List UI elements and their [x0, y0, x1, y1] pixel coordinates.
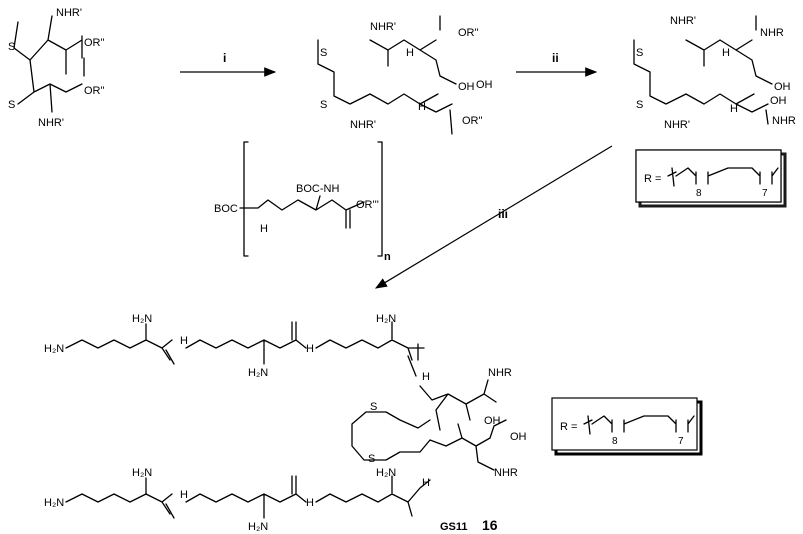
hydroxyl-bot: OH — [510, 431, 527, 443]
boc-left: BOC — [214, 203, 238, 215]
step-iii-label: iii — [498, 207, 508, 221]
r-group-box-2: R = 8 7 — [551, 397, 703, 456]
nh-5: H — [306, 497, 314, 509]
r-group-box-1: R = 8 7 — [635, 149, 787, 208]
step-ii-label: ii — [552, 51, 559, 65]
nhr-bot: NHR' — [350, 119, 376, 131]
nh-bot: H — [730, 103, 738, 115]
repeat-n: n — [384, 251, 391, 263]
oh-bot: OH — [770, 95, 787, 107]
r-label: R = — [560, 421, 577, 433]
nhr-top: NHR' — [370, 21, 396, 33]
sulfur-1: S — [8, 41, 15, 53]
subscript-7: 7 — [678, 436, 684, 447]
compound-number: 16 — [482, 517, 498, 533]
arrow-step-iii — [374, 145, 613, 289]
sulfur-1: S — [320, 47, 327, 59]
amine-b: H₂N — [248, 367, 268, 379]
compound-name: GS11 — [440, 521, 468, 533]
reagent-nh: H — [260, 223, 268, 235]
nh-top: H — [722, 47, 730, 59]
ester-bot: OR" — [462, 115, 483, 127]
final-product: H₂N H₂N H H₂N H H₂N H NHR OH S S OH NHR … — [44, 313, 527, 533]
amine-e: H₂N — [248, 521, 268, 533]
oh-bot: OH — [476, 79, 493, 91]
oh-top: OH — [774, 81, 791, 93]
sulfur-2: S — [8, 99, 15, 111]
nhr-bot: NHR' — [664, 119, 690, 131]
ester-top: OR" — [84, 37, 105, 49]
subscript-7: 7 — [762, 188, 768, 199]
sulfur-2: S — [636, 99, 643, 111]
nh-4: H — [180, 489, 188, 501]
nh-2: H — [306, 343, 314, 355]
subscript-8: 8 — [612, 436, 618, 447]
amine-f: H₂N — [376, 467, 396, 479]
ester-bot: OR" — [84, 85, 105, 97]
amine-a: H₂N — [132, 313, 152, 325]
sulfur-2: S — [320, 99, 327, 111]
nhr-bot: NHR' — [38, 117, 64, 129]
amide-nhr-bot: NHR — [494, 467, 518, 479]
step-i-label: i — [223, 51, 226, 65]
nhr-top: NHR' — [56, 7, 82, 19]
sulfur-1: S — [636, 47, 643, 59]
amine-top-left: H₂N — [44, 343, 64, 355]
oh-top: OH — [458, 81, 475, 93]
hydroxyl-top: OH — [484, 415, 501, 427]
subscript-8: 8 — [696, 188, 702, 199]
reagent-ester: OR''' — [356, 199, 379, 211]
nh-top: H — [406, 47, 414, 59]
compound-2: S S NHR' OR" H OH NHR' H OH OR" — [317, 15, 493, 135]
ester-top: OR" — [458, 27, 479, 39]
amine-bot-left: H₂N — [44, 497, 64, 509]
nh-bot: H — [418, 101, 426, 113]
amide-nhr-top: NHR — [488, 367, 512, 379]
nh-6: H — [422, 477, 430, 489]
amide-bot: NHR — [772, 115, 796, 127]
r-label: R = — [644, 173, 661, 185]
nh-3: H — [422, 371, 430, 383]
reagent-structure: BOC H BOC-NH OR''' n — [214, 141, 391, 263]
amide-top: NHR — [760, 27, 784, 39]
amine-d: H₂N — [132, 467, 152, 479]
boc-nh: BOC-NH — [296, 183, 339, 195]
sulfur-1: S — [370, 401, 377, 413]
nh-1: H — [180, 335, 188, 347]
sulfur-2: S — [368, 453, 375, 465]
compound-3: S S NHR' NHR H OH NHR' H OH NHR — [633, 15, 796, 131]
amine-c: H₂N — [376, 313, 396, 325]
nhr-top: NHR' — [670, 15, 696, 27]
compound-1: S S NHR' OR" OR" NHR' — [8, 7, 105, 129]
